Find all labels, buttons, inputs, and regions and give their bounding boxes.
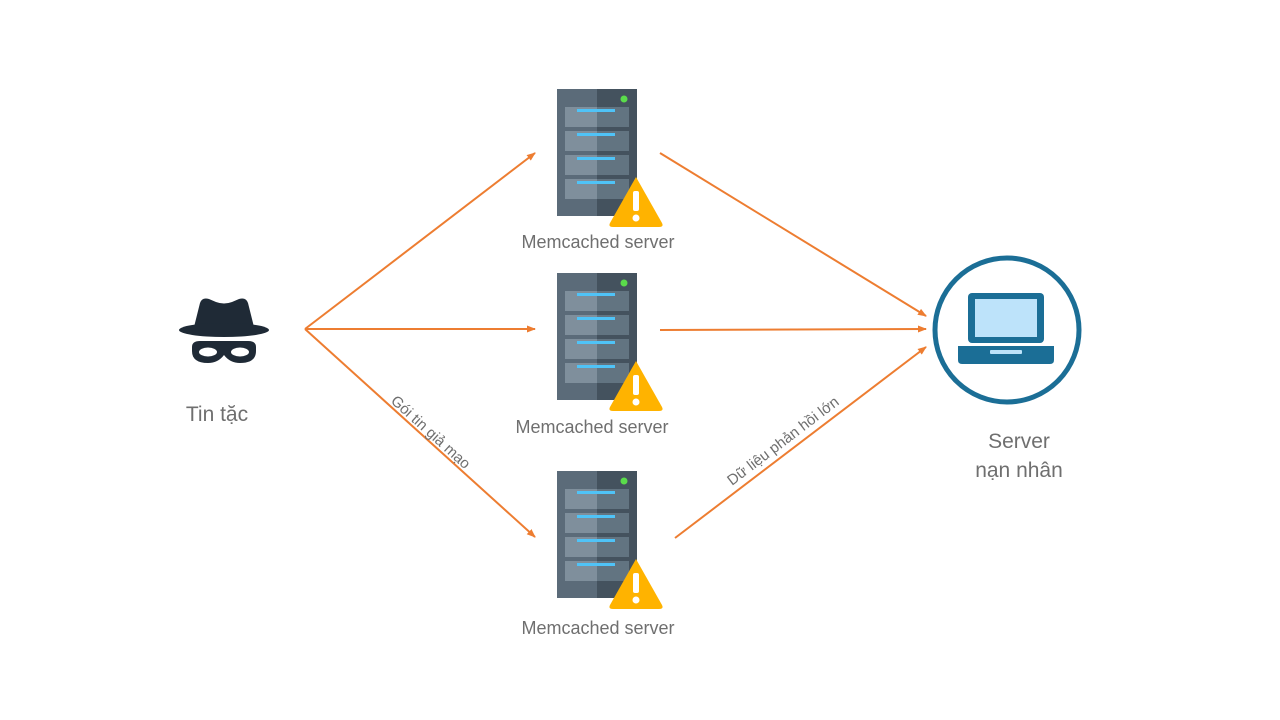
attack-arrows <box>304 152 536 538</box>
victim-label-line2: nạn nhân <box>975 459 1063 482</box>
memcached-server-2: Memcached server <box>515 273 669 437</box>
arrow-attacker-to-server-3 <box>304 328 536 538</box>
victim-node: Server nạn nhân <box>932 255 1082 482</box>
server-2-label: Memcached server <box>515 417 668 437</box>
arrow-attacker-to-server-1 <box>304 152 536 330</box>
amplified-response-label: Dữ liệu phản hồi lớn <box>724 393 842 489</box>
spoofed-packets-label: Gói tin giả mạo <box>387 392 473 472</box>
memcached-server-1: Memcached server <box>521 89 675 252</box>
victim-label-line1: Server <box>988 430 1050 453</box>
arrow-server-3-to-victim <box>674 346 927 539</box>
response-arrows <box>659 152 927 539</box>
arrow-server-2-to-victim <box>659 325 927 333</box>
arrow-server-1-to-victim <box>659 152 927 317</box>
server-1-label: Memcached server <box>521 232 674 252</box>
memcached-server-3: Memcached server <box>521 471 675 638</box>
attacker-label: Tin tặc <box>186 403 248 426</box>
hacker-icon <box>179 298 269 363</box>
server-3-label: Memcached server <box>521 618 674 638</box>
attacker-node: Tin tặc <box>179 298 269 426</box>
laptop-icon <box>958 293 1054 364</box>
